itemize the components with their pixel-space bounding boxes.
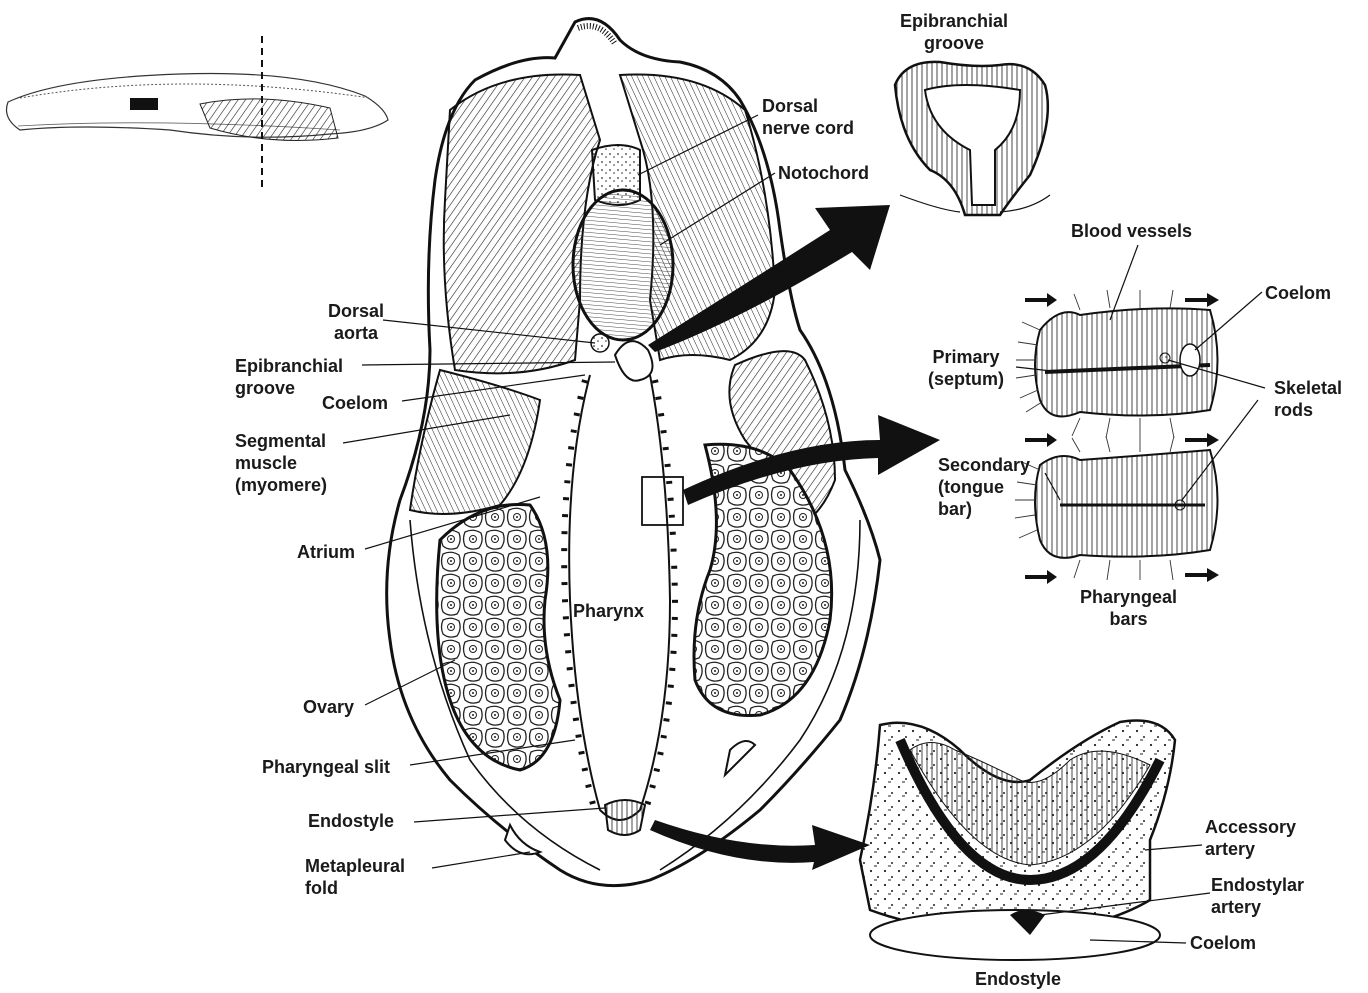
label-endostyle: Endostyle xyxy=(308,810,394,832)
skeletal-rod-2 xyxy=(1175,500,1185,510)
pharynx-marker xyxy=(130,98,158,110)
whole-lancelet-sketch xyxy=(7,36,389,190)
label-pharyngeal-slit: Pharyngeal slit xyxy=(262,756,390,778)
skeletal-rod-1 xyxy=(1160,353,1170,363)
label-endostylar-artery: Endostylar artery xyxy=(1211,874,1304,918)
label-primary-septum: Primary (septum) xyxy=(928,346,1004,390)
pharyngeal-bars-inset xyxy=(1015,290,1219,584)
label-coelom-main: Coelom xyxy=(322,392,388,414)
label-coelom-endostyle: Coelom xyxy=(1190,932,1256,954)
label-endostyle-inset-title: Endostyle xyxy=(975,968,1061,990)
label-pharynx: Pharynx xyxy=(573,600,644,622)
label-epibranchial-groove-inset: Epibranchial groove xyxy=(900,10,1008,54)
label-secondary-tongue-bar: Secondary (tongue bar) xyxy=(938,454,1030,520)
label-blood-vessels: Blood vessels xyxy=(1071,220,1192,242)
endostyle-inset xyxy=(860,720,1175,960)
notochord xyxy=(573,190,673,340)
label-dorsal-aorta: Dorsal aorta xyxy=(328,300,384,344)
epibranchial-groove-inset xyxy=(895,62,1050,215)
label-segmental-muscle: Segmental muscle (myomere) xyxy=(235,430,327,496)
label-metapleural-fold: Metapleural fold xyxy=(305,855,405,899)
myomere-left-upper xyxy=(444,74,600,373)
label-coelom-bar: Coelom xyxy=(1265,282,1331,304)
label-notochord: Notochord xyxy=(778,162,869,184)
label-skeletal-rods: Skeletal rods xyxy=(1274,377,1342,421)
label-dorsal-nerve-cord: Dorsal nerve cord xyxy=(762,95,854,139)
label-accessory-artery: Accessory artery xyxy=(1205,816,1296,860)
label-ovary: Ovary xyxy=(303,696,354,718)
label-atrium: Atrium xyxy=(297,541,355,563)
label-pharyngeal-bars: Pharyngeal bars xyxy=(1080,586,1177,630)
gonad-region xyxy=(200,99,338,141)
endostyle-shape xyxy=(605,800,645,835)
